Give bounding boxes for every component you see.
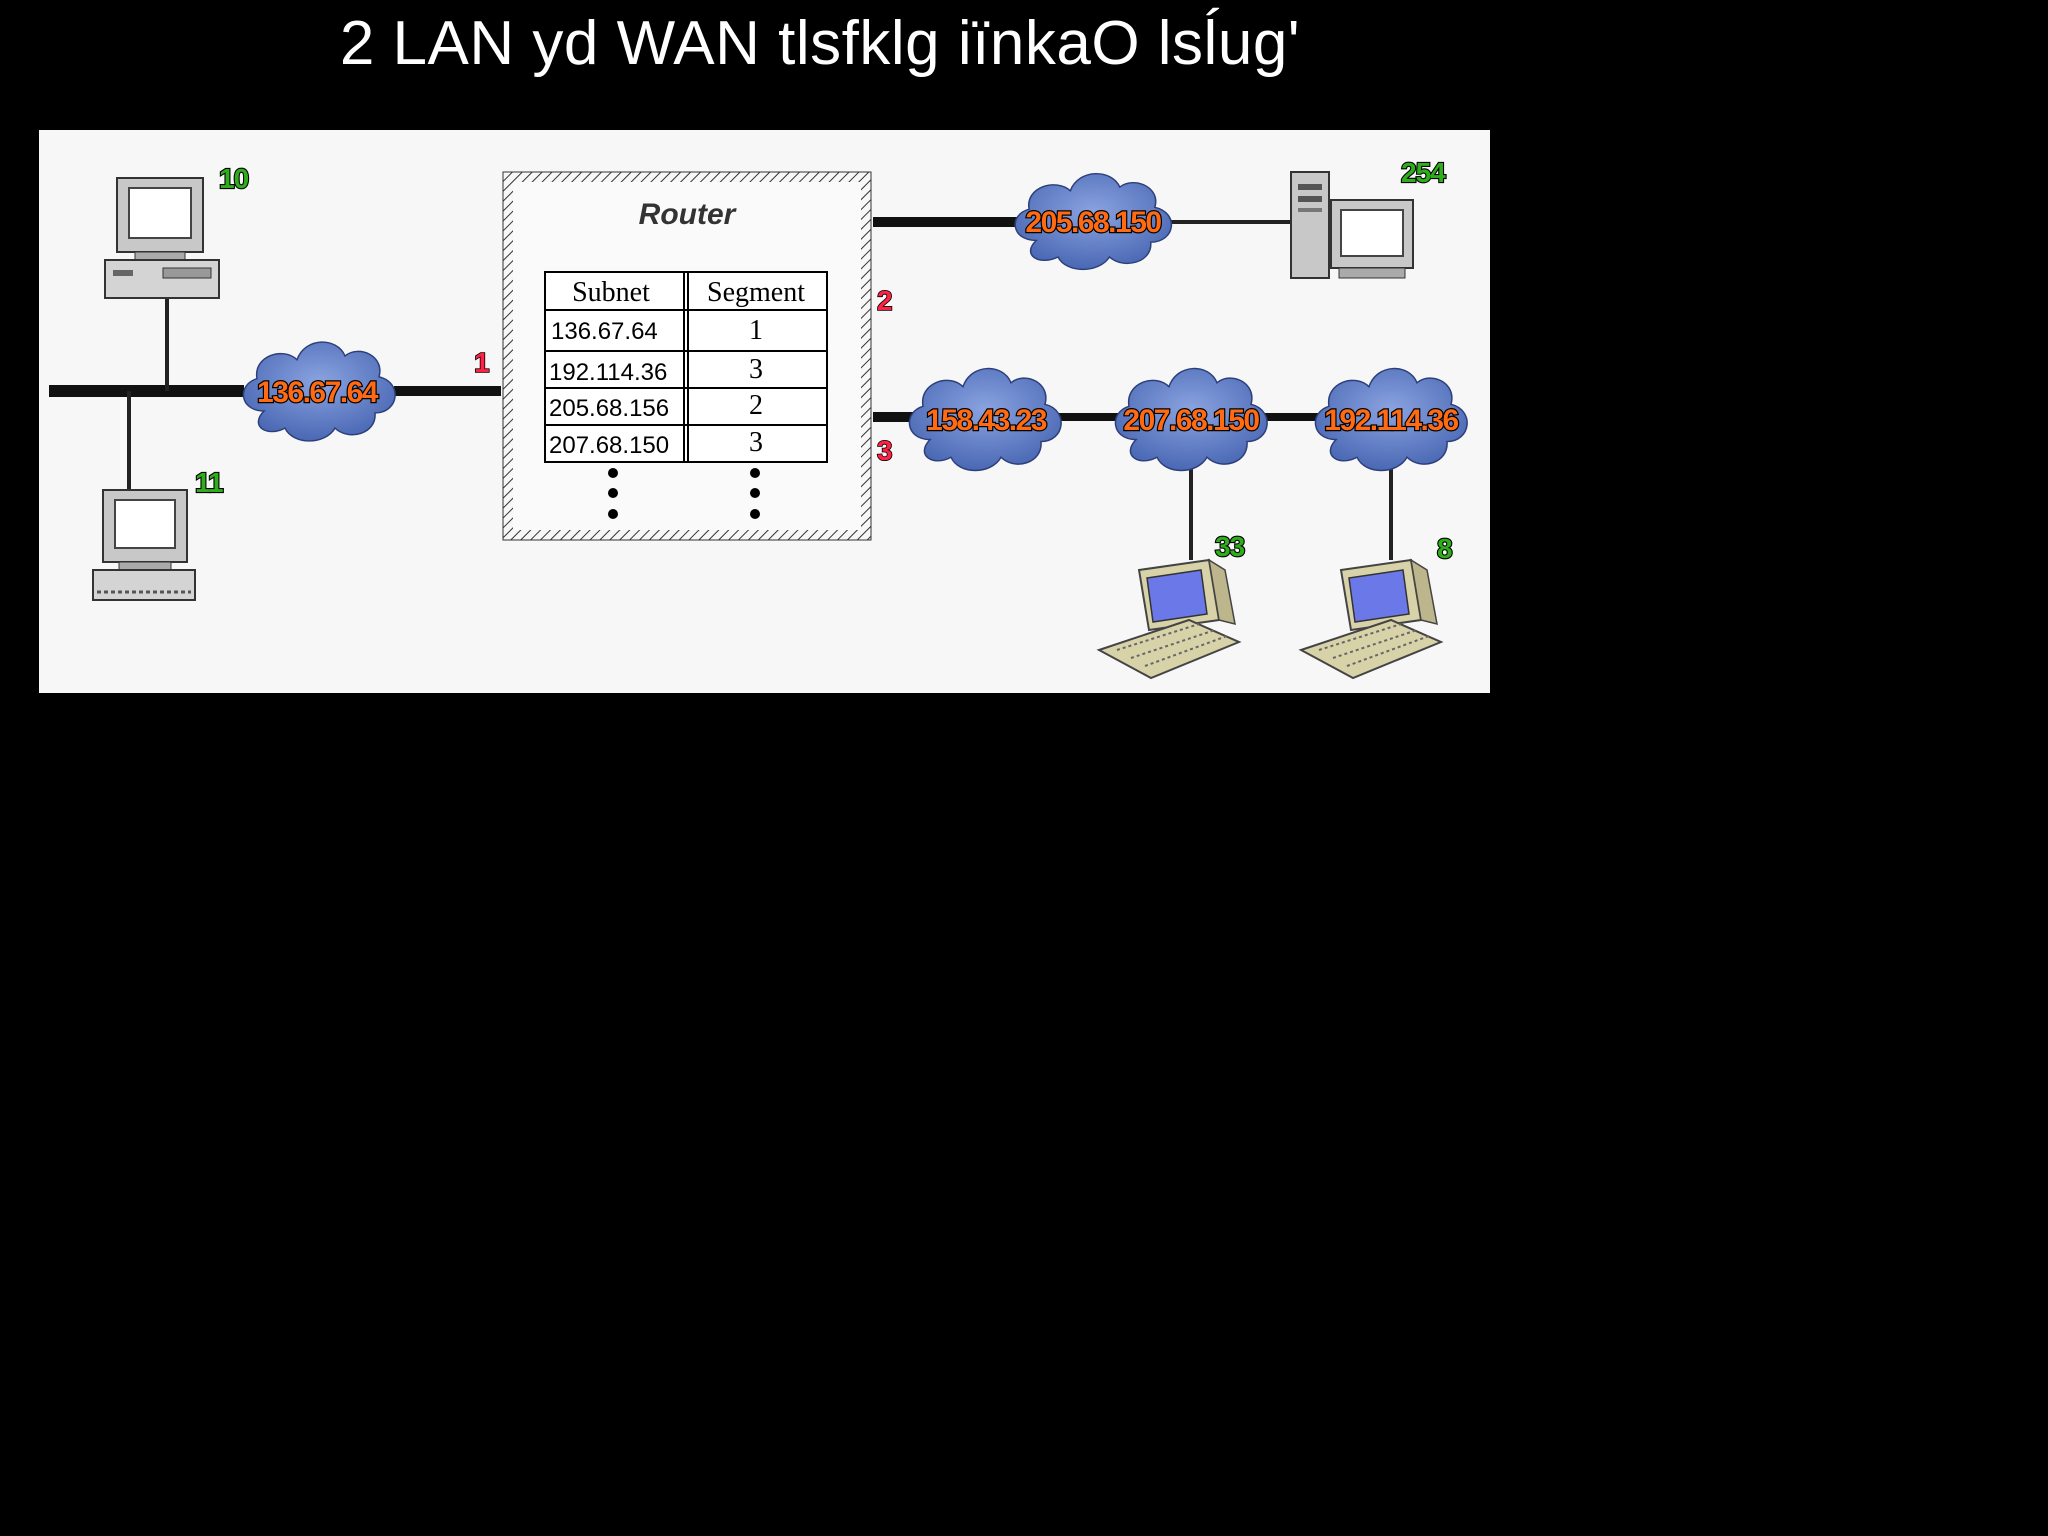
cloud-top: 205.68.150 (1014, 172, 1173, 271)
workstation-host-33-icon (1096, 558, 1242, 680)
slide-title: 2 LAN yd WAN tlsfklg iïnkaO lsĺug' (339, 9, 1301, 78)
router: Router Subnet Segment 136.67.64 1 192.11… (502, 171, 872, 541)
table-row-1-segment: 1 (749, 315, 763, 346)
table-row-4-segment: 3 (749, 427, 763, 458)
host-8-label: 8 (1437, 533, 1452, 564)
segment-1-label: 1 (474, 347, 490, 378)
host-11-label: 11 (195, 467, 223, 498)
workstation-host-8-icon (1298, 558, 1444, 680)
table-row-1-subnet: 136.67.64 (551, 318, 658, 345)
computer-host-11-icon (92, 489, 196, 601)
cloud-top-label: 205.68.150 (1025, 206, 1161, 239)
table-row-3-segment: 2 (749, 390, 763, 421)
table-row-4-subnet: 207.68.150 (549, 432, 669, 459)
cloud-segment3-a: 158.43.23 (908, 367, 1062, 472)
cloud-segment3-b: 207.68.150 (1114, 367, 1268, 472)
table-header-segment: Segment (707, 277, 805, 308)
table-row-2-subnet: 192.114.36 (549, 359, 667, 386)
cloud-segment3-c: 192.114.36 (1314, 367, 1468, 472)
router-label: Router (639, 198, 738, 231)
table-header-subnet: Subnet (572, 277, 650, 308)
computer-host-10-icon (104, 177, 220, 299)
cloud-lan: 136.67.64 (242, 341, 396, 442)
computer-host-254-icon (1290, 171, 1414, 279)
table-continuation-dots (608, 468, 760, 519)
segment-2-label: 2 (877, 285, 893, 316)
segment-3-label: 3 (877, 435, 893, 466)
host-254-label: 254 (1401, 157, 1446, 188)
host-33-label: 33 (1215, 531, 1245, 562)
cloud-segment3-a-label: 158.43.23 (926, 404, 1047, 437)
cloud-segment3-c-label: 192.114.36 (1324, 404, 1458, 437)
table-row-2-segment: 3 (749, 354, 763, 385)
cloud-lan-label: 136.67.64 (257, 376, 379, 409)
table-row-3-subnet: 205.68.156 (549, 395, 669, 422)
routing-table: Subnet Segment 136.67.64 1 192.114.36 3 … (544, 271, 828, 463)
network-diagram-panel: Router Subnet Segment 136.67.64 1 192.11… (39, 130, 1490, 693)
cloud-segment3-b-label: 207.68.150 (1123, 404, 1259, 437)
host-10-label: 10 (219, 163, 249, 194)
